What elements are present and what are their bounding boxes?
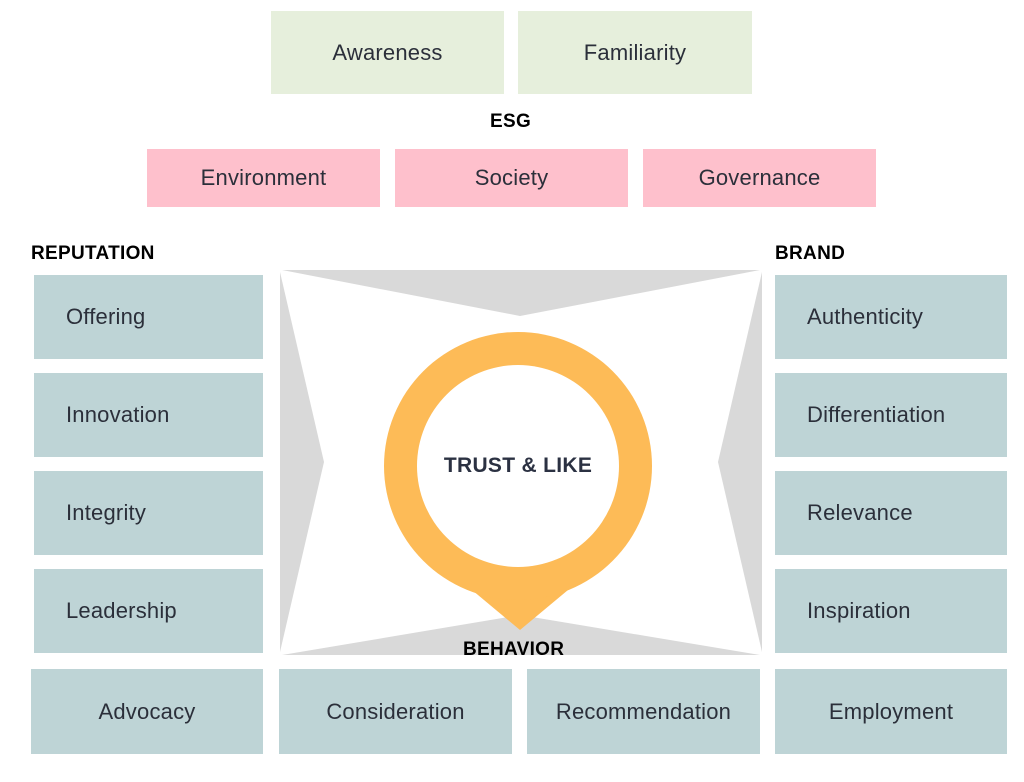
behavior-employment-box: Employment: [775, 669, 1007, 754]
trust-pin-icon: [384, 332, 652, 630]
reputation-innovation-label: Innovation: [66, 402, 170, 427]
frame-bottom-wedge: [282, 615, 760, 655]
behavior-recommendation-box: Recommendation: [527, 669, 760, 754]
awareness-box: Awareness: [271, 11, 504, 94]
behavior-consideration-box: Consideration: [279, 669, 512, 754]
behavior-employment-label: Employment: [828, 698, 954, 724]
behavior-heading: BEHAVIOR: [463, 639, 565, 660]
reputation-leadership-box: Leadership: [34, 569, 263, 653]
brand-authenticity-label: Authenticity: [807, 304, 924, 329]
esg-governance-box: Governance: [643, 149, 876, 207]
behavior-consideration-label: Consideration: [326, 698, 465, 724]
esg-heading: ESG: [490, 111, 532, 132]
frame-top-wedge: [282, 270, 760, 316]
reputation-heading: REPUTATION: [31, 243, 155, 264]
brand-relevance-box: Relevance: [775, 471, 1007, 555]
brand-heading: BRAND: [775, 243, 846, 264]
trust-like-label: TRUST & LIKE: [443, 454, 593, 477]
brand-inspiration-box: Inspiration: [775, 569, 1007, 653]
behavior-advocacy-label: Advocacy: [98, 698, 196, 724]
brand-differentiation-box: Differentiation: [775, 373, 1007, 457]
brand-differentiation-label: Differentiation: [807, 402, 946, 427]
esg-governance-label: Governance: [698, 165, 821, 190]
reputation-integrity-box: Integrity: [34, 471, 263, 555]
reputation-integrity-label: Integrity: [66, 500, 147, 525]
esg-society-label: Society: [474, 165, 549, 190]
behavior-recommendation-label: Recommendation: [555, 698, 732, 724]
esg-society-box: Society: [395, 149, 628, 207]
familiarity-box: Familiarity: [518, 11, 752, 94]
brand-relevance-label: Relevance: [807, 500, 913, 525]
familiarity-label: Familiarity: [583, 39, 687, 65]
esg-environment-label: Environment: [200, 165, 327, 190]
reputation-offering-box: Offering: [34, 275, 263, 359]
awareness-label: Awareness: [332, 39, 443, 65]
reputation-offering-label: Offering: [66, 304, 146, 329]
brand-inspiration-label: Inspiration: [807, 598, 911, 623]
brand-authenticity-box: Authenticity: [775, 275, 1007, 359]
esg-environment-box: Environment: [147, 149, 380, 207]
reputation-leadership-label: Leadership: [66, 598, 177, 623]
frame-right-wedge: [718, 272, 762, 652]
behavior-advocacy-box: Advocacy: [31, 669, 263, 754]
reputation-innovation-box: Innovation: [34, 373, 263, 457]
frame-left-wedge: [280, 272, 324, 652]
